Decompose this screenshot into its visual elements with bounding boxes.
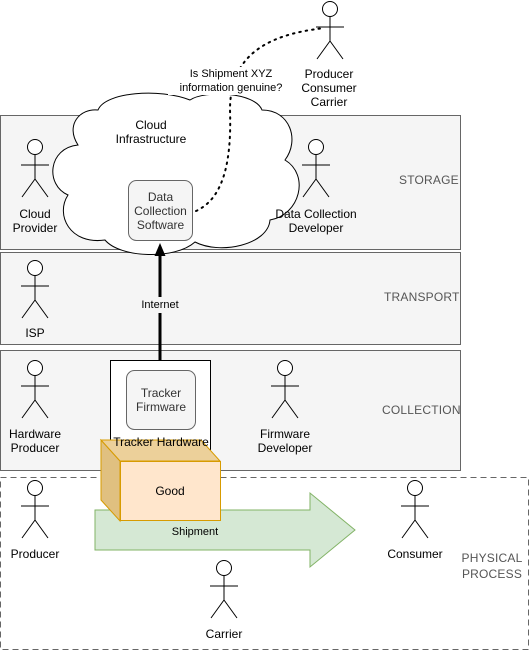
actor-isp-icon <box>21 260 49 319</box>
actor-fw-developer-label: Firmware Developer <box>257 427 313 455</box>
actor-dc-developer-label: Data Collection Developer <box>275 207 357 235</box>
actor-fw-developer-icon <box>271 360 299 419</box>
tracker-firmware-box <box>126 370 196 430</box>
actor-dc-developer-icon <box>302 139 330 198</box>
good-cube-front <box>120 461 221 521</box>
tracker-hardware-label: Tracker Hardware <box>113 435 209 449</box>
data-collection-software-label: Data Collection Software <box>134 190 187 232</box>
data-collection-software-box <box>128 180 193 241</box>
actor-carrier-label: Carrier <box>205 627 243 641</box>
actor-isp-label: ISP <box>25 326 45 340</box>
actor-cloud-provider-icon <box>21 139 49 198</box>
actor-hw-producer-icon <box>21 360 49 419</box>
transport-layer <box>0 252 461 345</box>
physical-process-layer-title: PHYSICAL PROCESS <box>461 551 523 581</box>
actor-cloud-provider-label: Cloud Provider <box>12 207 58 235</box>
cloud-infrastructure-label: Cloud Infrastructure <box>115 118 187 146</box>
storage-layer-title: STORAGE <box>399 173 459 187</box>
actor-hw-producer-label: Hardware Producer <box>8 427 62 455</box>
question-label: Is Shipment XYZ information genuine? <box>168 67 294 95</box>
actor-consumer-icon <box>401 480 429 539</box>
collection-layer-title: COLLECTION <box>382 403 461 417</box>
question-connector <box>195 27 326 212</box>
internet-label-bg <box>139 297 182 313</box>
actor-top-label: Producer Consumer Carrier <box>301 67 357 109</box>
actor-producer-icon <box>21 480 49 539</box>
actor-carrier-icon <box>210 560 238 619</box>
actor-top-icon <box>316 1 344 60</box>
physical-process-layer <box>0 477 529 650</box>
good-label: Good <box>155 484 185 498</box>
internet-label: Internet <box>141 299 179 311</box>
tracker-firmware-label: Tracker Firmware <box>136 386 186 414</box>
internet-arrowhead <box>154 243 166 256</box>
collection-layer <box>0 350 461 471</box>
transport-layer-title: TRANSPORT <box>384 290 460 304</box>
actor-producer-label: Producer <box>10 547 60 561</box>
actor-consumer-label: Consumer <box>387 547 443 561</box>
shipment-label: Shipment <box>171 526 219 538</box>
